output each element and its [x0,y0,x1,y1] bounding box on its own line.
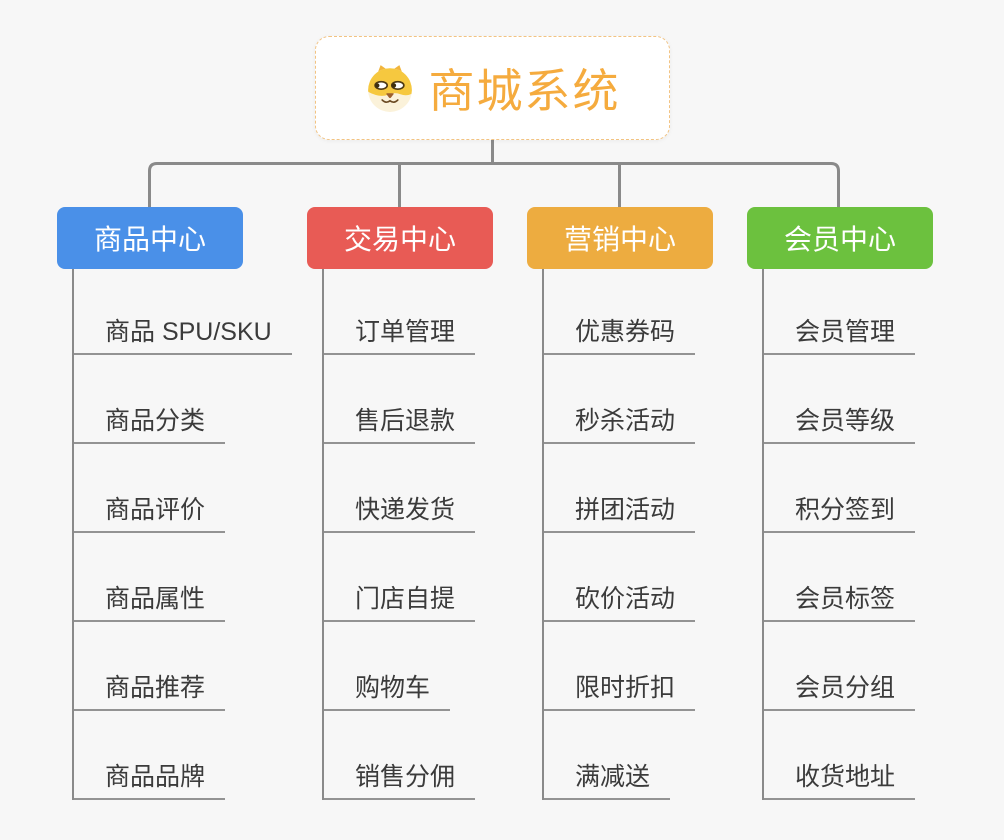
shiba-dog-icon [365,63,415,113]
child-item-label: 商品推荐 [105,674,206,702]
child-item-label: 优惠券码 [575,318,676,346]
child-item-label: 秒杀活动 [575,407,676,435]
child-item-label: 购物车 [355,674,431,702]
child-item[interactable]: 快递发货 [322,444,476,533]
child-item-label: 商品分类 [105,407,206,435]
child-item[interactable]: 售后退款 [322,355,476,444]
branch-label: 交易中心 [343,224,456,255]
child-item-label: 限时折扣 [575,674,676,702]
child-item[interactable]: 商品分类 [72,355,226,444]
child-item-label: 收货地址 [795,763,896,791]
child-item[interactable]: 门店自提 [322,533,476,622]
child-item[interactable]: 商品推荐 [72,622,226,711]
child-item-label: 快递发货 [355,496,456,524]
child-item[interactable]: 收货地址 [762,711,916,800]
child-item-label: 商品属性 [105,585,206,613]
branch-node-member-center[interactable]: 会员中心 [747,207,933,269]
child-item-label: 商品评价 [105,496,206,524]
branch-node-product-center[interactable]: 商品中心 [57,207,243,269]
child-item[interactable]: 会员标签 [762,533,916,622]
branch-node-marketing-center[interactable]: 营销中心 [527,207,713,269]
root-node[interactable]: 商城系统 [315,36,670,140]
branch-label: 商品中心 [93,224,206,255]
child-item[interactable]: 会员管理 [762,269,916,355]
child-item[interactable]: 订单管理 [322,269,476,355]
root-title: 商城系统 [428,65,621,117]
child-item[interactable]: 销售分佣 [322,711,476,800]
child-item-label: 砍价活动 [575,585,676,613]
child-item-label: 满减送 [575,763,651,791]
child-item[interactable]: 秒杀活动 [542,355,696,444]
branch-trunk-line [542,269,544,800]
child-item-label: 售后退款 [355,407,456,435]
branch-label: 会员中心 [783,224,896,255]
child-item-label: 门店自提 [355,585,456,613]
child-item[interactable]: 商品 SPU/SKU [72,269,292,355]
child-item-label: 商品 SPU/SKU [105,318,272,346]
child-item-label: 会员标签 [795,585,896,613]
child-item-label: 商品品牌 [105,763,206,791]
child-item-label: 积分签到 [795,496,896,524]
child-item[interactable]: 商品评价 [72,444,226,533]
child-item[interactable]: 商品品牌 [72,711,226,800]
branch-trunk-line [72,269,74,800]
child-item[interactable]: 会员分组 [762,622,916,711]
child-item[interactable]: 积分签到 [762,444,916,533]
child-item[interactable]: 商品属性 [72,533,226,622]
child-item[interactable]: 满减送 [542,711,671,800]
child-item-label: 会员管理 [795,318,896,346]
branch-trunk-line [762,269,764,800]
child-item[interactable]: 砍价活动 [542,533,696,622]
child-item-label: 拼团活动 [575,496,676,524]
child-item-label: 会员等级 [795,407,896,435]
child-item[interactable]: 会员等级 [762,355,916,444]
child-item[interactable]: 优惠券码 [542,269,696,355]
child-item-label: 会员分组 [795,674,896,702]
child-item[interactable]: 拼团活动 [542,444,696,533]
child-item-label: 订单管理 [355,318,456,346]
branch-label: 营销中心 [563,224,676,255]
branch-node-trade-center[interactable]: 交易中心 [307,207,493,269]
child-item[interactable]: 限时折扣 [542,622,696,711]
child-item[interactable]: 购物车 [322,622,451,711]
branch-trunk-line [322,269,324,800]
child-item-label: 销售分佣 [355,763,456,791]
